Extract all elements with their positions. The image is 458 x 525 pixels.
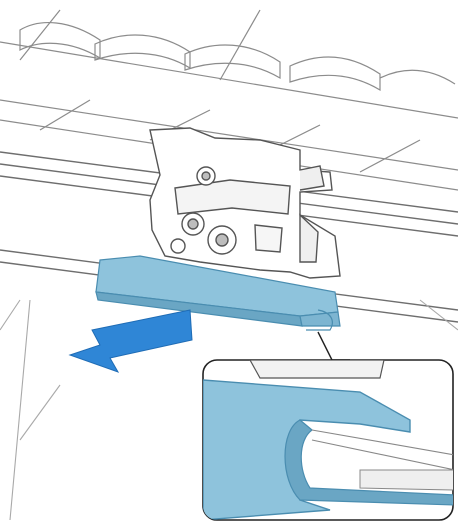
inset-rail-block [360, 470, 455, 490]
roller-4 [290, 57, 380, 90]
arrow-push-icon [70, 310, 192, 372]
roller-3 [185, 45, 280, 78]
push-arrow-shape [70, 310, 192, 372]
cutter-tab [300, 166, 324, 190]
cutter-gear-2-center [216, 234, 228, 246]
platen-rib-1 [40, 100, 90, 130]
callout-pointer [318, 332, 350, 360]
cutter-screw-bottom [171, 239, 185, 253]
cutter-blade-housing [255, 225, 282, 252]
roller-2 [95, 35, 190, 68]
detail-inset [203, 360, 455, 520]
inset-cutter-base [250, 360, 384, 378]
cutter-unit [150, 128, 340, 278]
paper-line-3 [10, 300, 30, 520]
cutter-screw-top-center [202, 172, 210, 180]
paper-line-1 [0, 300, 20, 330]
roller-axle [0, 42, 458, 118]
top-rollers [0, 10, 458, 118]
roller-guide-1 [20, 10, 60, 60]
cutter-gear-1-center [188, 219, 198, 229]
paper-line-2 [20, 385, 60, 440]
callout-line [318, 332, 350, 360]
paper-line-4 [420, 300, 458, 330]
roller-1 [20, 23, 100, 58]
roller-5 [380, 70, 455, 84]
